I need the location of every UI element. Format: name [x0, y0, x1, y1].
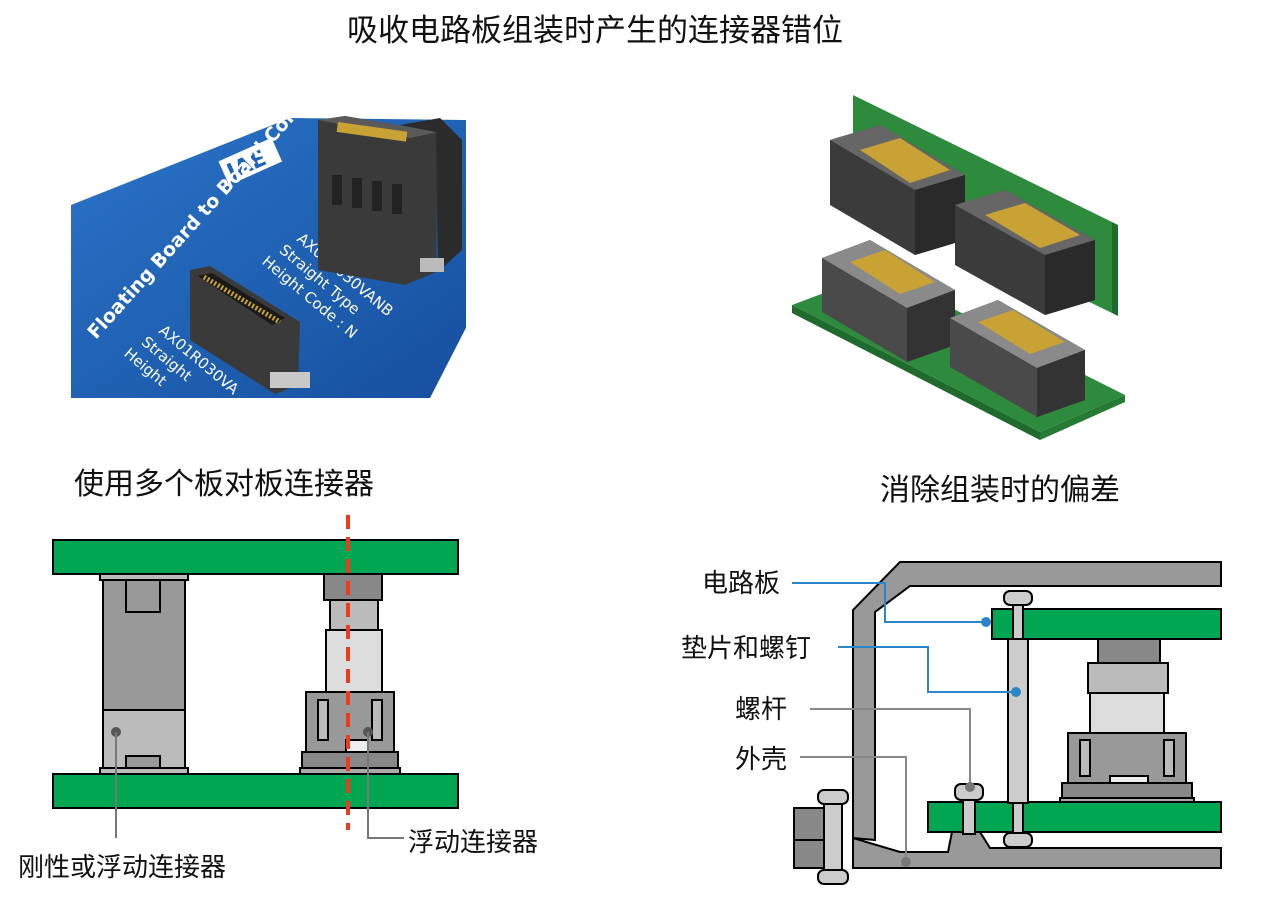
housing-lower: [852, 831, 1222, 869]
right-section-heading: 消除组装时的偏差: [880, 473, 1120, 508]
leader-pcb-dot: [981, 617, 991, 627]
photo-connector-tall: [318, 116, 462, 285]
leader-pcb: [792, 582, 986, 623]
right-lower-pcb: [927, 801, 1222, 833]
leader-housing-dot: [901, 857, 911, 867]
spacer-screw: [1003, 590, 1033, 848]
label-floating-connector: 浮动连接器: [408, 828, 539, 858]
right-cross-section: [792, 561, 1222, 885]
left-section-heading: 使用多个板对板连接器: [74, 467, 374, 502]
label-spacer-and-screw: 垫片和螺钉: [681, 634, 812, 664]
render-lower-connector-2: [950, 300, 1085, 417]
left-top-board: [52, 539, 459, 575]
label-rigid-or-floating-connector: 刚性或浮动连接器: [18, 853, 227, 883]
label-housing: 外壳: [735, 745, 788, 775]
left-bottom-board: [52, 773, 459, 809]
product-photo: JAE Floating Board to Board Con AX01R030…: [71, 90, 466, 398]
leader-bolt-dot: [965, 782, 975, 792]
render-upper-connector-2: [955, 190, 1095, 315]
side-clamp: [793, 789, 849, 885]
photo-connector-short: [190, 266, 310, 394]
right-floating-connector: [1059, 638, 1195, 803]
housing-upper: [852, 561, 1222, 842]
label-pcb: 电路板: [702, 569, 781, 599]
label-bolt: 螺杆: [735, 695, 788, 725]
render-lower-connector-1: [822, 240, 955, 362]
render-upper-connector-1: [830, 125, 965, 255]
rigid-connector: [99, 573, 189, 775]
connector-3d-render: [792, 95, 1125, 440]
leader-floating: [367, 732, 404, 839]
main-title: 吸收电路板组装时产生的连接器错位: [347, 13, 843, 49]
left-cross-section: [52, 515, 459, 839]
leader-spacer-dot: [1011, 687, 1021, 697]
bolt: [954, 783, 984, 835]
right-upper-pcb: [991, 608, 1222, 640]
leader-housing: [800, 756, 907, 862]
leader-spacer: [838, 646, 1016, 693]
leader-bolt: [810, 708, 971, 787]
